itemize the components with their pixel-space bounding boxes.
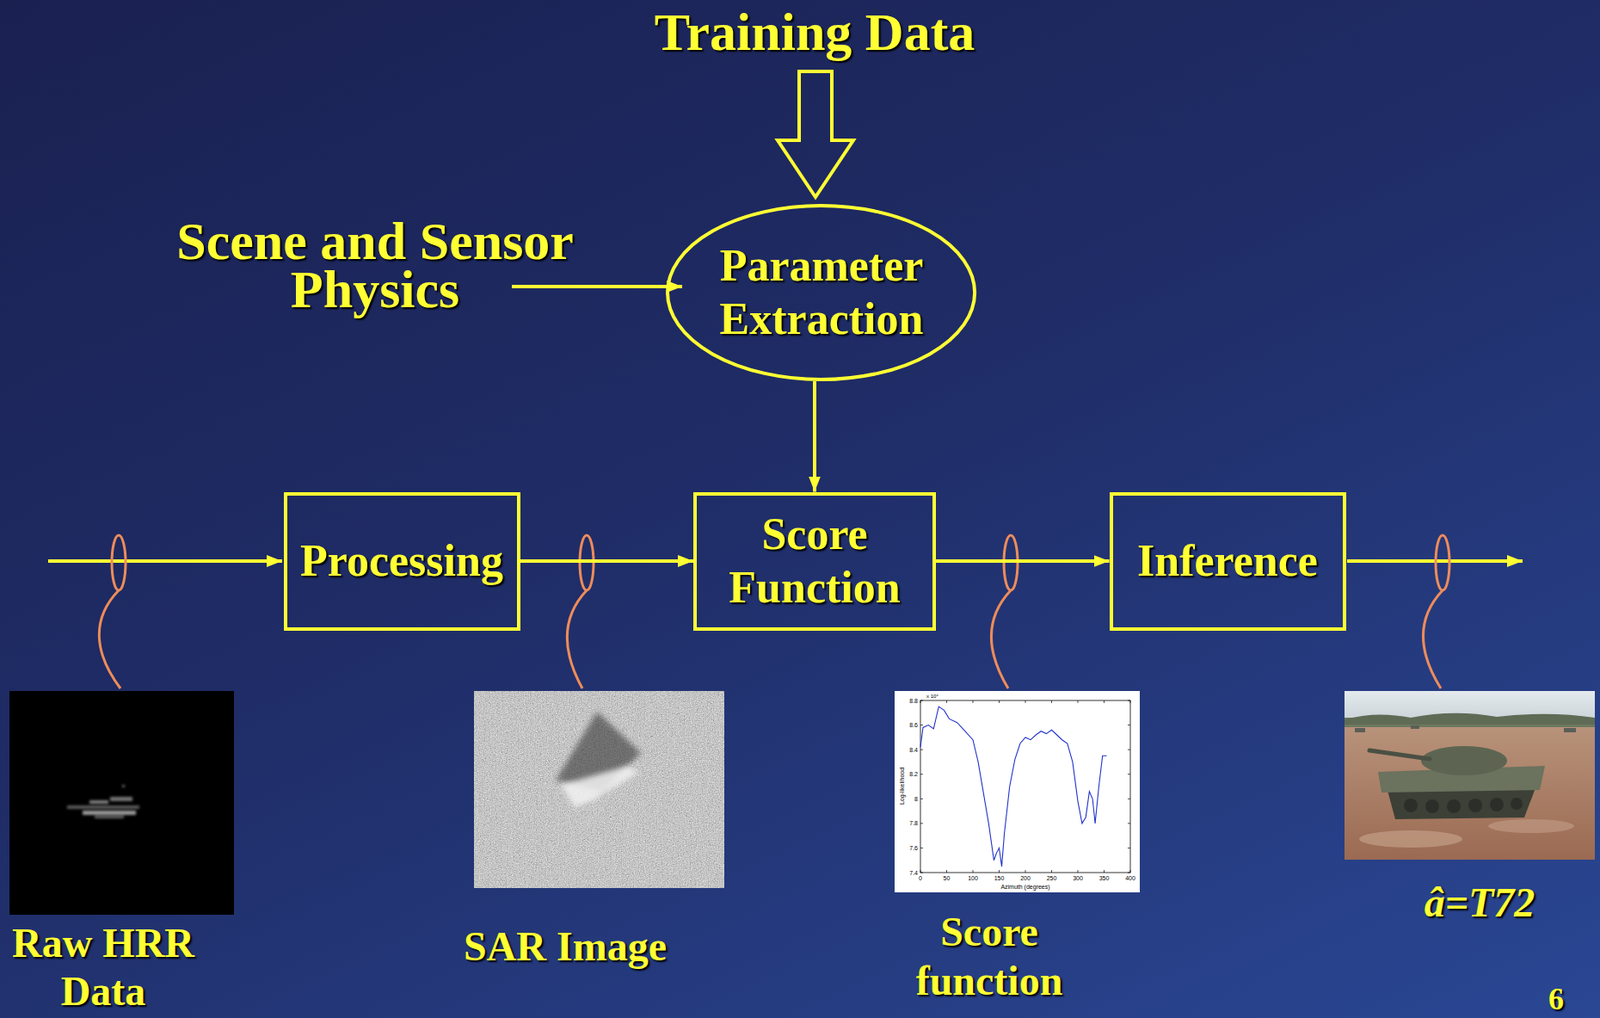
plot-tick	[920, 798, 924, 800]
flow-connector	[520, 559, 695, 563]
likelihood-curve	[920, 706, 1108, 867]
plot-tick	[1025, 700, 1027, 703]
plot-tick	[920, 700, 924, 702]
plot-tick	[1127, 724, 1131, 726]
plot-tick	[1103, 869, 1105, 873]
plot-tick	[1051, 700, 1053, 703]
plot-tick	[1127, 749, 1131, 751]
probe-loop	[111, 535, 126, 591]
flow-connector	[812, 381, 817, 493]
probe-lead	[1423, 590, 1443, 689]
tick-label: 200	[1012, 873, 1039, 882]
plot-tick	[1025, 869, 1027, 873]
flow-connector	[935, 559, 1110, 563]
plot-tick	[1077, 700, 1079, 703]
plot-tick	[920, 700, 922, 703]
axis-title: Log-likelihood	[898, 747, 906, 825]
plot-tick	[946, 869, 948, 873]
probe-lead	[98, 590, 121, 689]
plot-tick	[920, 872, 924, 874]
image-caption: Score function	[894, 906, 1084, 1005]
image-caption: SAR Image	[427, 923, 703, 969]
result-label: â=T72	[1367, 879, 1592, 926]
plot-axes	[920, 700, 1131, 873]
tick-label: 400	[1117, 873, 1144, 882]
axis-exponent: x 10⁴	[915, 692, 950, 700]
image-caption: Raw HRR Data	[3, 918, 204, 1016]
plot-tick	[920, 869, 922, 873]
plot-tick	[920, 749, 924, 751]
plot-tick	[998, 869, 1000, 873]
axis-title: Azimuth (degrees)	[965, 882, 1086, 891]
tank-photo	[1344, 690, 1595, 860]
physics-label: Scene and Sensor Physics	[151, 216, 599, 314]
plot-tick	[1077, 869, 1079, 873]
plot-tick	[1127, 822, 1131, 824]
plot-tick	[920, 773, 924, 775]
plot-tick	[1127, 773, 1131, 775]
tick-label: 7.6	[892, 843, 918, 852]
input-line	[48, 559, 283, 563]
tick-label: 50	[934, 873, 960, 882]
training-data-label: Training Data	[547, 3, 1082, 61]
plot-tick	[972, 869, 974, 873]
hrr-image	[9, 690, 234, 915]
tick-label: 350	[1091, 873, 1118, 882]
plot-tick	[1130, 869, 1132, 873]
tick-label: 8	[892, 794, 918, 803]
node-label: Inference	[1137, 534, 1318, 588]
node-label: Score Function	[707, 507, 923, 616]
probe-lead	[566, 590, 587, 689]
plot-tick	[920, 822, 924, 824]
node-label: Processing	[300, 534, 504, 588]
sar-image	[473, 690, 725, 888]
plot-tick	[1127, 872, 1131, 874]
plot-tick	[1127, 700, 1131, 702]
physics-arrow	[511, 284, 683, 289]
ellipse-outline	[665, 203, 977, 382]
node-label: Parameter Extraction	[709, 239, 934, 347]
tick-label: 150	[986, 873, 1013, 882]
tick-label: 7.4	[892, 868, 918, 877]
hollow-arrow	[777, 71, 854, 197]
score-plot	[894, 690, 1140, 893]
plot-tick	[1130, 700, 1132, 703]
plot-tick	[1127, 847, 1131, 849]
tick-label: 100	[960, 873, 986, 882]
tick-label: 8.4	[892, 745, 918, 754]
processing-box: Processing	[283, 492, 521, 631]
ellipse-shape	[667, 205, 975, 380]
tick-label: 250	[1039, 873, 1065, 882]
inference-box: Inference	[1109, 492, 1347, 631]
tick-label: 8.8	[892, 696, 918, 705]
probe-loop	[1435, 535, 1450, 591]
plot-tick	[1103, 700, 1105, 703]
plot-tick	[920, 724, 924, 726]
tick-label: 7.8	[892, 818, 918, 827]
tick-label: 300	[1064, 873, 1091, 882]
plot-tick	[972, 700, 974, 703]
parameter-extraction-ellipse: Parameter Extraction	[665, 203, 977, 382]
plot-tick	[1127, 798, 1131, 800]
tick-label: 8.2	[892, 769, 918, 778]
score-function-box: Score Function	[693, 492, 936, 631]
plot-tick	[998, 700, 1000, 703]
tick-label: 0	[907, 873, 934, 882]
probe-lead	[990, 590, 1011, 689]
plot-tick	[946, 700, 948, 703]
plot-tick	[1051, 869, 1053, 873]
tick-label: 8.6	[892, 720, 918, 729]
page-number: 6	[1538, 983, 1574, 1015]
plot-tick	[920, 847, 924, 849]
